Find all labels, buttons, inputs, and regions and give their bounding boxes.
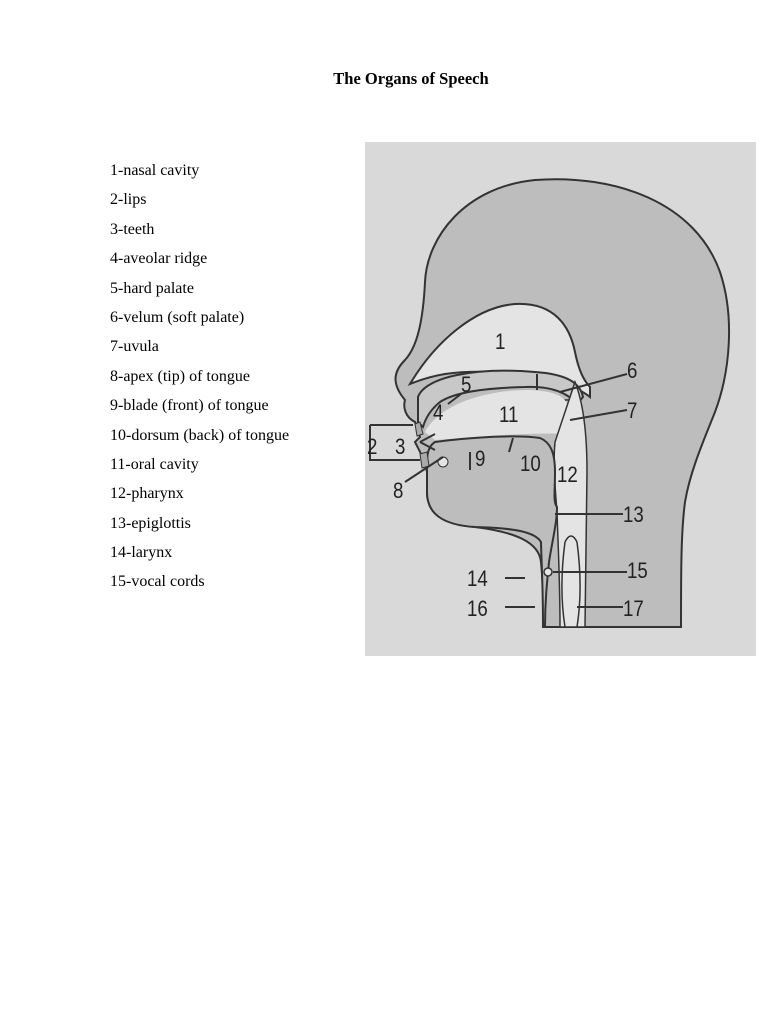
- legend-item: 9-blade (front) of tongue: [110, 397, 269, 415]
- legend-item: 3-teeth: [110, 220, 155, 238]
- legend-item: 5-hard palate: [110, 279, 194, 297]
- legend-item: 4-aveolar ridge: [110, 250, 208, 268]
- tongue: [426, 435, 559, 628]
- diagram-label-8: 8: [393, 480, 403, 504]
- organs-legend-list: 1-nasal cavity 2-lips 3-teeth 4-aveolar …: [110, 160, 289, 601]
- diagram-label-15: 15: [627, 560, 648, 584]
- legend-item: 1-nasal cavity: [110, 162, 200, 179]
- epiglottis: [561, 535, 581, 628]
- legend-item: 15-vocal cords: [110, 573, 205, 591]
- diagram-label-13: 13: [623, 504, 644, 528]
- diagram-label-17: 17: [623, 598, 644, 622]
- legend-item: 14-larynx: [110, 544, 173, 562]
- legend-item: 7-uvula: [110, 338, 159, 356]
- diagram-label-4: 4: [433, 402, 443, 426]
- diagram-label-6: 6: [627, 360, 637, 384]
- leader-lines: [369, 373, 628, 608]
- diagram-label-5: 5: [461, 374, 471, 398]
- legend-item: 12-pharynx: [110, 485, 184, 503]
- diagram-label-2: 2: [367, 436, 377, 460]
- diagram-label-3: 3: [395, 436, 405, 460]
- speech-organs-diagram: 1 2 3 4 5 6 7 8 9 10 11 12 13 14 15 16 1…: [365, 142, 756, 656]
- legend-item: 2-lips: [110, 191, 147, 209]
- lower-lip-teeth: [419, 451, 430, 469]
- diagram-label-9: 9: [475, 448, 485, 472]
- diagram-label-14: 14: [467, 568, 488, 592]
- legend-item: 13-epiglottis: [110, 514, 191, 532]
- legend-item: 11-oral cavity: [110, 455, 199, 473]
- head-cross-section-illustration: 1 2 3 4 5 6 7 8 9 10 11 12 13 14 15 16 1…: [367, 178, 731, 628]
- diagram-label-11: 11: [499, 404, 518, 428]
- diagram-label-12: 12: [557, 464, 578, 488]
- upper-lip-teeth: [414, 421, 424, 437]
- page-title: The Organs of Speech: [333, 69, 489, 88]
- legend-item: 6-velum (soft palate): [110, 308, 245, 326]
- diagram-label-10: 10: [520, 453, 541, 477]
- oral-cavity: [425, 390, 575, 440]
- palate-arch: [417, 369, 585, 429]
- diagram-label-7: 7: [627, 400, 637, 424]
- vocal-cord-marker: [543, 567, 553, 577]
- legend-item: 8-apex (tip) of tongue: [110, 367, 250, 385]
- diagram-label-16: 16: [467, 598, 488, 622]
- diagram-label-1: 1: [495, 331, 505, 355]
- legend-item: 10-dorsum (back) of tongue: [110, 426, 290, 444]
